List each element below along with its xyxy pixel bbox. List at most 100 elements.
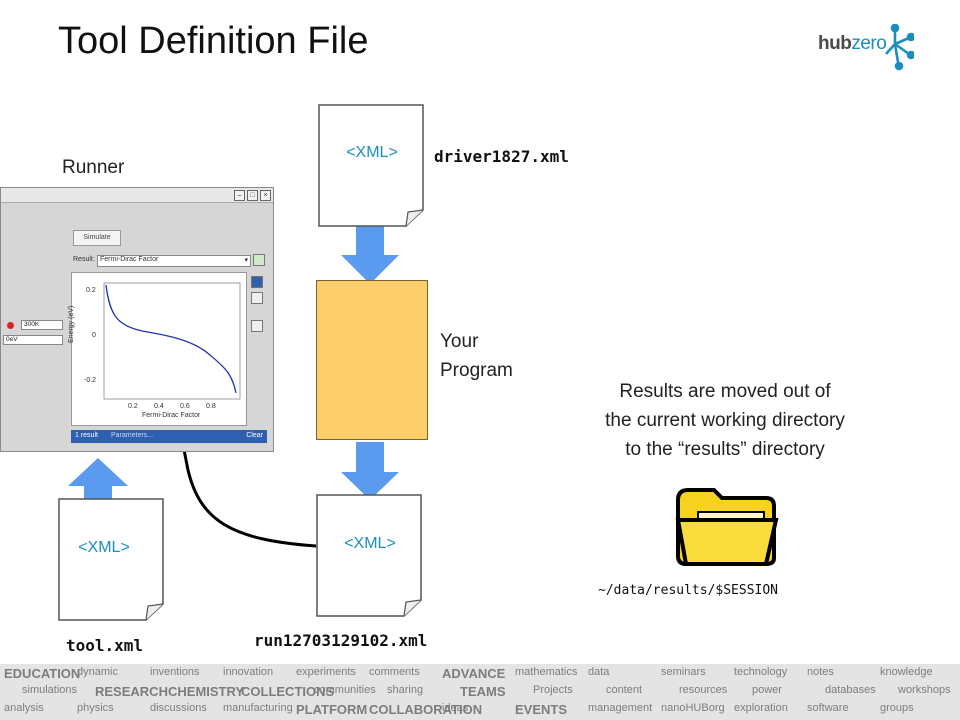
energy-value: 0eV: [6, 336, 18, 343]
footer-word: experiments: [296, 666, 356, 678]
filename-driver: driver1827.xml: [434, 147, 569, 166]
temperature-input[interactable]: 300K: [21, 320, 63, 330]
footer-word: innovation: [223, 666, 274, 678]
x-tick-0.6: 0.6: [180, 403, 190, 410]
plot-area: 0.2 0 -0.2 Energy (eV) 0.2 0.4 0.6 0.8 F…: [68, 272, 247, 426]
footer-word: mathematics: [515, 666, 578, 678]
y-tick-neg0.2: -0.2: [84, 377, 97, 384]
hubzero-logo: [885, 24, 914, 71]
status-results: 1 result: [75, 432, 98, 439]
download-icon[interactable]: [253, 254, 265, 266]
arrow-driver-to-program: [341, 226, 399, 284]
filename-tool: tool.xml: [66, 636, 144, 655]
xml-tag-run: <XML>: [344, 535, 396, 552]
result-label: Result:: [73, 256, 95, 263]
x-tick-0.2: 0.2: [128, 403, 138, 410]
close-icon[interactable]: ×: [260, 190, 271, 201]
x-tick-0.4: 0.4: [154, 403, 164, 410]
footer-word: TEAMS: [460, 684, 506, 699]
footer-word: discussions: [150, 702, 207, 714]
logo-text-hub: hub: [818, 33, 852, 54]
xml-document-driver: [318, 104, 424, 227]
square-icon[interactable]: [251, 292, 263, 304]
footer-word: simulations: [22, 684, 78, 696]
fermi-dirac-plot: [103, 282, 241, 400]
footer-word: content: [606, 684, 643, 696]
footer-word: manufacturing: [223, 702, 293, 714]
footer-word: analysis: [4, 702, 44, 714]
footer-word: dynamic: [77, 666, 118, 678]
arrow-program-to-run: [341, 442, 399, 500]
xml-tag-driver: <XML>: [346, 144, 398, 161]
runner-label: Runner: [62, 157, 125, 178]
footer-word: databases: [825, 684, 876, 696]
footer-word: EVENTS: [515, 702, 568, 717]
footer-word: management: [588, 702, 653, 714]
result-select-value: Fermi-Dirac Factor: [100, 256, 159, 263]
simulate-button[interactable]: Simulate: [73, 230, 121, 246]
status-parameters[interactable]: Parameters...: [111, 432, 154, 439]
runner-window: – □ × Simulate Result: Fermi-Dirac Facto…: [0, 187, 274, 452]
footer-word: seminars: [661, 666, 706, 678]
your-program-box: [316, 280, 428, 440]
runner-titlebar: [1, 188, 273, 203]
footer-word: EDUCATION: [4, 666, 81, 681]
footer-word: physics: [77, 702, 114, 714]
footer-word: notes: [807, 666, 834, 678]
folder-icon: [675, 488, 779, 566]
footer-word: knowledge: [880, 666, 933, 678]
footer-word: comments: [369, 666, 420, 678]
result-select[interactable]: Fermi-Dirac Factor ▾: [97, 255, 251, 267]
y-tick-0.2: 0.2: [86, 287, 96, 294]
xml-document-tool: [58, 498, 164, 621]
results-description: Results are moved out of the current wor…: [560, 377, 890, 464]
footer-word: COLLECTIONS: [241, 684, 335, 699]
footer-word: technology: [734, 666, 788, 678]
slider-handle-icon[interactable]: [7, 322, 14, 329]
slide-title: Tool Definition File: [58, 20, 369, 62]
results-line-1: Results are moved out of: [619, 381, 831, 402]
logo-text-zero: zero: [851, 33, 887, 54]
energy-input[interactable]: 0eV: [3, 335, 63, 345]
results-path: ~/data/results/$SESSION: [598, 583, 779, 598]
footer-word: ADVANCE: [442, 666, 506, 681]
logo-network-icon: [885, 24, 914, 71]
arrow-tool-to-runner: [68, 458, 128, 500]
xml-tag-tool: <XML>: [78, 539, 130, 556]
maximize-icon[interactable]: □: [247, 190, 258, 201]
footer-word: data: [588, 666, 610, 678]
y-tick-0: 0: [92, 332, 96, 339]
xml-document-run: [316, 494, 422, 617]
filename-run: run12703129102.xml: [254, 631, 428, 650]
footer-word: Projects: [533, 684, 573, 696]
wrench-icon[interactable]: [251, 320, 263, 332]
fermi-dirac-curve: [105, 284, 237, 394]
footer-word: exploration: [734, 702, 788, 714]
footer-word: COLLABORATION: [369, 702, 483, 717]
results-line-3: to the “results” directory: [625, 439, 825, 460]
footer-word: resources: [679, 684, 728, 696]
minimize-icon[interactable]: –: [234, 190, 245, 201]
y-axis-label: Energy (eV): [68, 305, 75, 343]
footer-word: workshops: [898, 684, 951, 696]
footer-word: power: [752, 684, 782, 696]
logo-text: hubzero: [818, 33, 887, 55]
footer-word: CHEMISTRY: [168, 684, 245, 699]
clear-button[interactable]: Clear: [246, 432, 263, 439]
your-program-label-line2: Program: [440, 360, 513, 381]
footer-word: inventions: [150, 666, 200, 678]
footer-word: groups: [880, 702, 914, 714]
your-program-label-line1: Your: [440, 331, 479, 352]
footer-word: RESEARCH: [95, 684, 168, 699]
footer-word: communities: [314, 684, 376, 696]
footer-word: sharing: [387, 684, 424, 696]
x-axis-label: Fermi-Dirac Factor: [142, 412, 201, 419]
footer-word: nanoHUBorg: [661, 702, 725, 714]
back-icon[interactable]: [251, 276, 263, 288]
x-tick-0.8: 0.8: [206, 403, 216, 410]
results-line-2: the current working directory: [605, 410, 845, 431]
status-bar: 1 result Parameters... Clear: [71, 430, 267, 443]
temperature-value: 300K: [24, 321, 40, 328]
footer-word: PLATFORM: [296, 702, 368, 717]
